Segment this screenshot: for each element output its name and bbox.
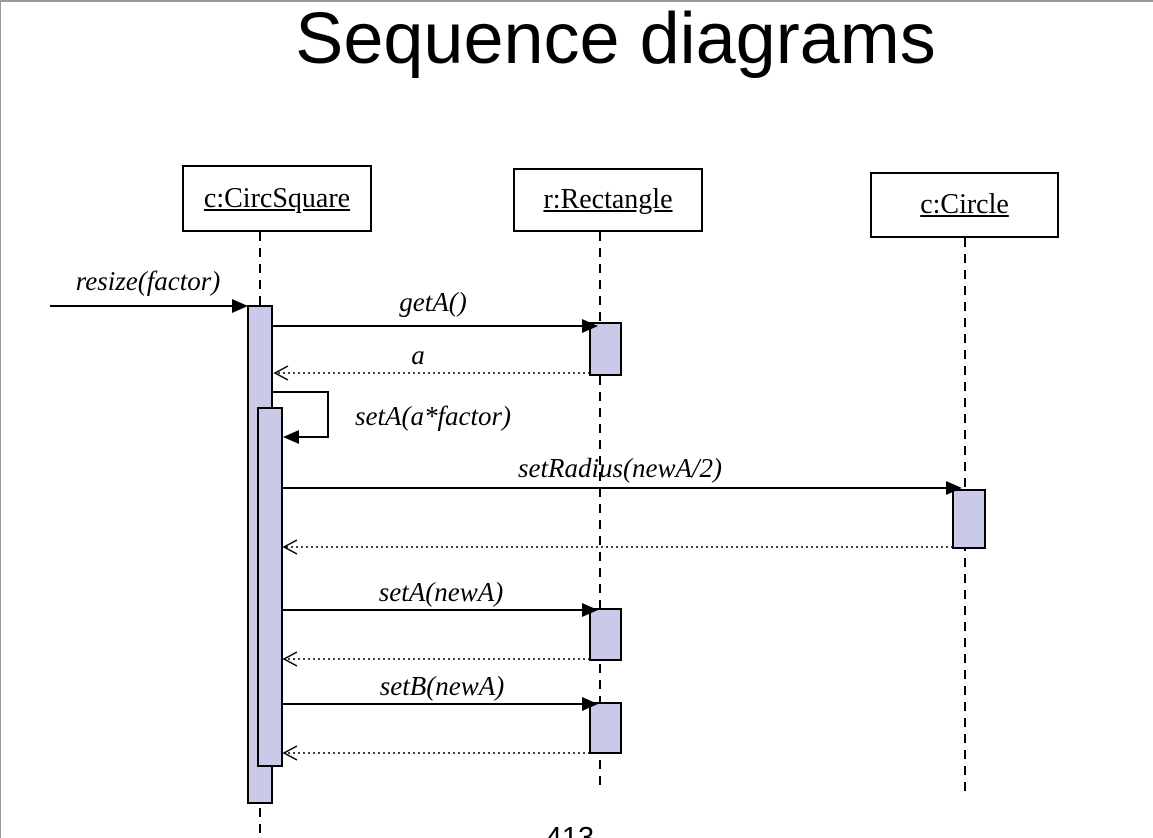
arrow-geta: [272, 319, 598, 333]
return-arrow-seta: [282, 651, 590, 667]
window-left-border: [0, 0, 1, 838]
arrow-resize: [50, 299, 248, 313]
arrow-seta: [282, 603, 598, 617]
lifeline-label-rectangle: r:Rectangle: [543, 184, 673, 215]
message-label-geta: getA(): [399, 287, 467, 317]
lifeline-head-circsquare: c:CircSquare: [182, 165, 372, 232]
lifeline-head-circle: c:Circle: [870, 172, 1059, 238]
activation-bar-rectangle-setb: [589, 702, 622, 754]
activation-bar-circle: [952, 489, 986, 549]
activation-bar-circsquare-nested: [257, 407, 283, 767]
page-title: Sequence diagrams: [295, 0, 936, 79]
activation-bar-rectangle-geta: [589, 322, 622, 376]
return-arrow-setb: [282, 745, 590, 761]
message-label-seta-self: setA(a*factor): [355, 401, 511, 431]
lifeline-label-circle: c:Circle: [920, 189, 1009, 220]
message-label-return-a: a: [411, 340, 425, 370]
lifeline-head-rectangle: r:Rectangle: [513, 168, 703, 232]
message-label-resize: resize(factor): [75, 266, 221, 296]
lifeline-label-circsquare: c:CircSquare: [203, 183, 351, 214]
message-label-setradius: setRadius(newA/2): [518, 453, 722, 483]
arrow-setradius: [282, 481, 962, 495]
arrow-setb: [282, 697, 598, 711]
message-label-setb: setB(newA): [379, 671, 505, 701]
slide-page-number: 413: [545, 822, 595, 838]
activation-bar-rectangle-seta: [589, 608, 622, 661]
arrow-seta-self: [272, 391, 329, 444]
message-label-seta: setA(newA): [378, 577, 504, 607]
return-arrow-a: [273, 365, 590, 381]
window-top-border: [0, 0, 1153, 2]
return-arrow-setradius: [282, 539, 953, 555]
